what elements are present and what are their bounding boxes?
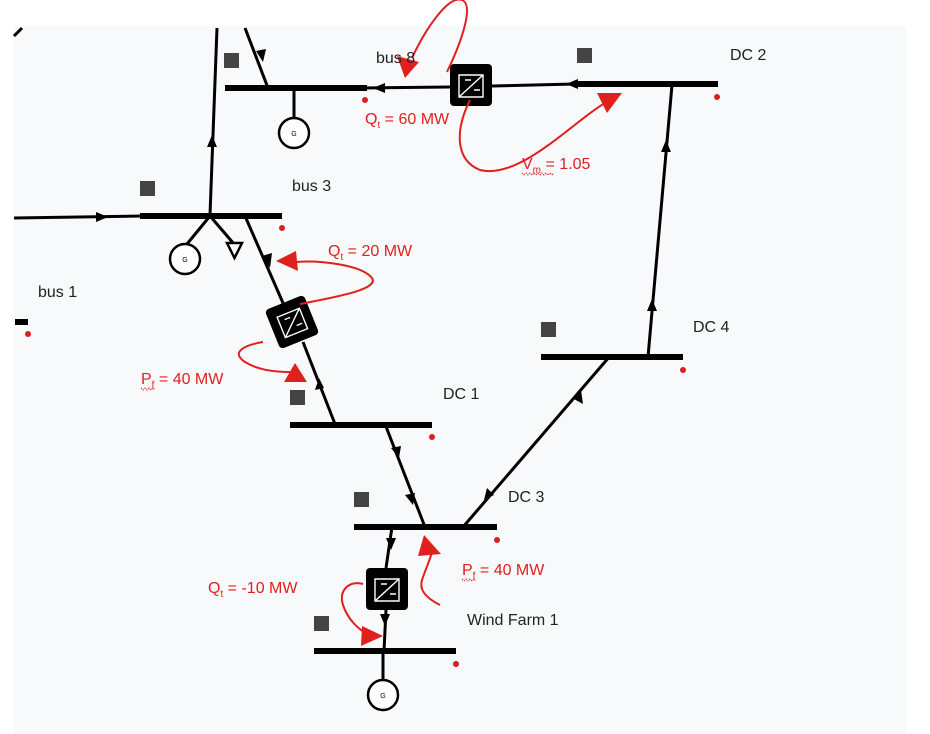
red-dot — [680, 367, 686, 373]
converter-box-icon — [265, 295, 319, 349]
bus-label-bus1: bus 1 — [38, 284, 77, 301]
flow-arrow — [373, 83, 385, 93]
annotation-bus8-qt[interactable]: Qt = 60 MW — [365, 111, 450, 131]
status-square[interactable] — [354, 492, 369, 507]
line-bus3-xfmr[interactable] — [243, 215, 285, 304]
generator-windfarm1[interactable]: G — [366, 678, 400, 712]
spellcheck-underlines — [140, 172, 555, 582]
flow-arrow — [386, 538, 396, 550]
flow-arrow — [647, 299, 657, 311]
line-bus1-bus3[interactable] — [13, 214, 143, 220]
line-dc3-dc4[interactable] — [461, 355, 612, 528]
annotation-dc1-pf[interactable]: Pf = 40 MW — [141, 371, 224, 391]
spellcheck-squiggle — [140, 387, 156, 391]
flow-arrow — [262, 253, 272, 268]
flow-arrow — [574, 390, 583, 404]
red-arrowhead — [284, 363, 307, 382]
line-dc3-xfmr[interactable] — [384, 526, 394, 569]
flow-arrow — [207, 135, 217, 147]
red-arrowhead — [361, 626, 383, 646]
red-dot — [279, 225, 285, 231]
red-arrowhead — [418, 535, 441, 556]
flow-arrow — [661, 140, 671, 152]
buses — [15, 81, 718, 654]
converter-glyph-icon — [458, 74, 484, 98]
status-square[interactable] — [140, 181, 155, 196]
status-square[interactable] — [541, 322, 556, 337]
flow-arrows — [96, 49, 671, 626]
red-arc — [411, 0, 468, 73]
bus-red-dots — [25, 94, 720, 667]
line-bus3-top[interactable] — [208, 27, 219, 216]
red-arc — [458, 99, 606, 173]
generator-symbol: G — [291, 131, 296, 138]
converter-box-icon — [366, 568, 408, 610]
generator-bus8[interactable]: G — [277, 116, 311, 150]
annotation-bus3-qt[interactable]: Qt = 20 MW — [328, 243, 413, 263]
annotation-dc3-pf[interactable]: Pf = 40 MW — [462, 562, 545, 582]
status-square[interactable] — [577, 48, 592, 63]
flow-arrow — [256, 49, 266, 62]
load-triangle-icon[interactable] — [224, 241, 245, 261]
bus-label-dc2: DC 2 — [730, 47, 767, 64]
generator-symbol: G — [182, 257, 187, 264]
flow-arrow — [380, 614, 390, 626]
flow-arrow — [484, 488, 494, 500]
converter-box-icon — [450, 64, 492, 106]
bus-label-dc4: DC 4 — [693, 319, 730, 336]
flow-arrow — [315, 378, 324, 390]
annotation-texts: Qt = 60 MW Vm = 1.05 Qt = 20 MW Pf = 40 … — [141, 111, 590, 600]
red-dot — [494, 537, 500, 543]
bus-label-dc3: DC 3 — [508, 489, 545, 506]
flow-arrow — [405, 493, 415, 505]
converter-glyph-icon — [276, 307, 309, 339]
annotation-wind-qt[interactable]: Qt = -10 MW — [208, 580, 298, 600]
bus-labels: bus 8 DC 2 bus 3 bus 1 DC 4 DC 1 DC 3 Wi… — [38, 47, 767, 629]
red-dot — [714, 94, 720, 100]
line-dc2-xfmr[interactable] — [491, 82, 576, 88]
converter-dc3-wind[interactable] — [366, 568, 408, 610]
red-dot — [453, 661, 459, 667]
flow-arrow — [566, 79, 578, 89]
red-arrowhead — [597, 93, 622, 113]
converter-glyph-icon — [374, 578, 400, 602]
generator-circle-icon — [168, 242, 202, 276]
red-arc — [237, 341, 291, 373]
bus-label-dc1: DC 1 — [443, 386, 480, 403]
annotation-dc2-vm[interactable]: Vm = 1.05 — [522, 156, 590, 176]
status-square[interactable] — [290, 390, 305, 405]
bus-label-bus3: bus 3 — [292, 178, 331, 195]
generator-symbol: G — [380, 693, 385, 700]
line-dc4-dc2[interactable] — [646, 84, 674, 358]
converter-bus8-dc2[interactable] — [450, 64, 492, 106]
flow-arrow — [96, 212, 108, 222]
red-arc — [420, 551, 441, 606]
bus-status-squares — [140, 48, 592, 631]
red-arrowhead — [276, 251, 298, 271]
flow-arrow — [391, 446, 401, 458]
line-dc1-dc3[interactable] — [383, 423, 427, 528]
converter-bus3-dc1[interactable] — [265, 295, 320, 350]
generator-circle-icon — [366, 678, 400, 712]
bus-label-bus8: bus 8 — [376, 50, 415, 67]
red-dot — [25, 331, 31, 337]
red-arc — [340, 582, 366, 634]
red-dot — [362, 97, 368, 103]
branch-bus3-gen — [185, 215, 212, 245]
offscreen-line-fragment — [12, 26, 24, 38]
generator-bus3[interactable]: G — [168, 242, 202, 276]
status-square[interactable] — [224, 53, 239, 68]
branch-bus3-load — [208, 215, 236, 245]
red-arrowhead — [397, 56, 419, 78]
red-arc — [295, 260, 374, 305]
spellcheck-squiggle — [461, 578, 477, 582]
line-bus8-top[interactable] — [243, 27, 270, 89]
annotation-arcs — [237, 0, 622, 646]
generator-circle-icon — [277, 116, 311, 150]
red-dot — [429, 434, 435, 440]
bus-label-windfarm1: Wind Farm 1 — [467, 612, 559, 629]
spellcheck-squiggle — [521, 172, 555, 176]
status-square[interactable] — [314, 616, 329, 631]
